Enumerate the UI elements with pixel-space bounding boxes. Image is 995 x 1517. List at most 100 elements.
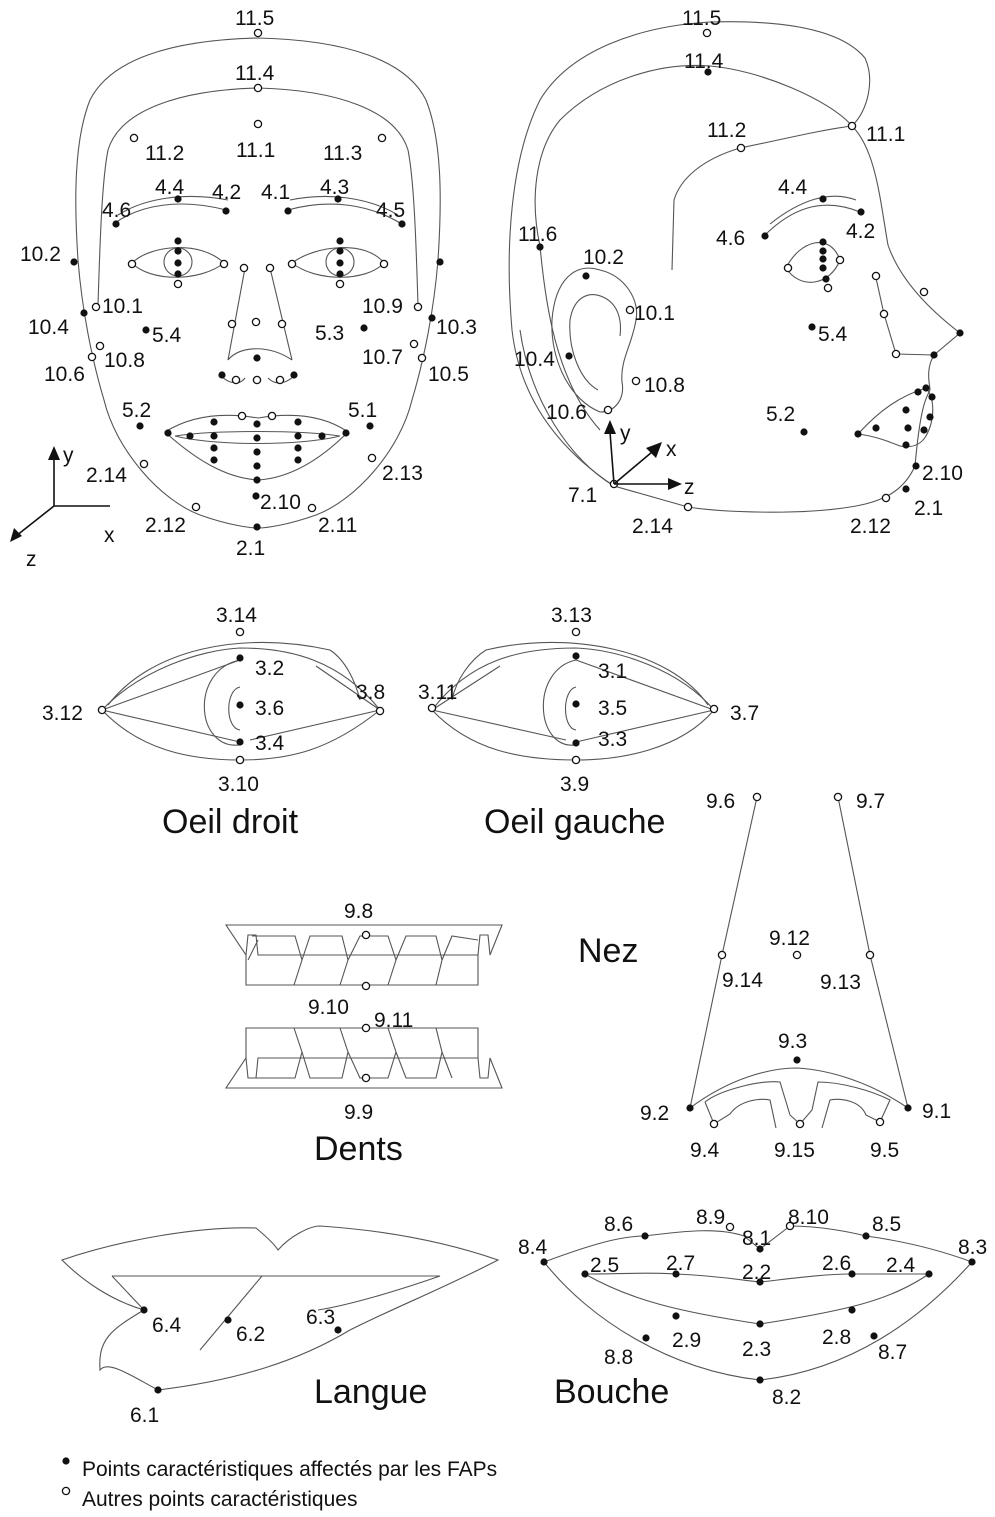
point-lip-p8: [920, 426, 928, 434]
point-nose-mid-l: [277, 319, 287, 329]
left-eye-panel: 3.13 3.1 3.11 3.5 3.7 3.3 3.9 Oeil gauch…: [418, 604, 759, 841]
profile-axis-z-label: z: [684, 476, 695, 499]
point-8-5: [862, 1232, 870, 1240]
mouth-outer: [543, 1225, 973, 1381]
point-9-12: [792, 950, 802, 960]
label-11-2-profile: 11.2: [707, 119, 746, 142]
label-10-5-front: 10.5: [428, 363, 469, 386]
point-nose-tip: [253, 354, 261, 362]
point-10-4-front: [80, 309, 88, 317]
point-11-5-profile: [702, 28, 712, 38]
profile-axis-x-label: x: [666, 438, 677, 461]
label-5-2-front: 5.2: [122, 399, 151, 422]
point-11-4-front: [253, 83, 263, 93]
point-lip-ul: [294, 418, 302, 426]
point-nostril-l: [290, 371, 298, 379]
label-10-8-front: 10.8: [104, 349, 145, 372]
point-lip-l3: [294, 444, 302, 452]
point-nose-p4: [956, 329, 964, 337]
point-eye-p2: [819, 247, 827, 255]
label-2-11-front: 2.11: [318, 514, 357, 537]
point-2-12-front: [191, 502, 201, 512]
label-2-12-front: 2.12: [145, 514, 186, 537]
label-9-12: 9.12: [769, 927, 810, 950]
label-8-2: 8.2: [772, 1386, 801, 1409]
point-9-5: [875, 1117, 885, 1127]
label-8-4: 8.4: [518, 1236, 548, 1259]
profile-axis-lines: [609, 431, 668, 485]
point-4-4-front: [174, 195, 182, 203]
point-10-6-profile: [603, 405, 613, 415]
label-4-6-profile: 4.6: [716, 227, 745, 250]
mouth-title: Bouche: [554, 1373, 669, 1411]
label-3-6: 3.6: [255, 697, 284, 720]
point-2-10-front: [252, 492, 260, 500]
label-9-13: 9.13: [820, 971, 861, 994]
label-8-7: 8.7: [878, 1341, 907, 1364]
point-11-4-profile: [704, 68, 712, 76]
label-2-6: 2.6: [822, 1252, 851, 1275]
label-5-4-profile: 5.4: [818, 323, 848, 346]
point-eye-l-center: [336, 259, 344, 267]
label-11-4-front: 11.4: [235, 62, 275, 85]
nose-nostrils: [704, 1081, 891, 1129]
point-2-7: [672, 1270, 680, 1278]
front-axis-z-arrow: [10, 528, 22, 542]
point-nostril-l2: [275, 375, 285, 385]
point-lip-corner-l: [342, 429, 350, 437]
point-3-2: [236, 654, 244, 662]
right-eye-panel: 3.14 3.2 3.8 3.12 3.6 3.4 3.10 Oeil droi…: [42, 604, 385, 841]
point-nostril-c: [252, 375, 262, 385]
profile-ear-outer: [551, 267, 638, 413]
label-9-4: 9.4: [690, 1139, 720, 1162]
point-11-6-profile: [536, 243, 544, 251]
point-lip-p10: [902, 441, 910, 449]
front-view-points: [70, 28, 444, 531]
point-10-2-front: [70, 258, 78, 266]
label-10-4-profile: 10.4: [514, 348, 555, 371]
label-11-1-profile: 11.1: [866, 123, 905, 146]
point-8-10: [785, 1221, 795, 1231]
point-10-4-profile: [565, 352, 573, 360]
label-8-1: 8.1: [742, 1227, 771, 1250]
left-eye-labels: 3.13 3.1 3.11 3.5 3.7 3.3 3.9: [418, 604, 759, 796]
point-8-8: [642, 1334, 650, 1342]
label-2-1-profile: 2.1: [914, 497, 943, 520]
label-8-8: 8.8: [604, 1346, 633, 1369]
label-3-8: 3.8: [356, 681, 385, 704]
label-4-4-profile: 4.4: [778, 176, 808, 199]
point-5-1-front: [366, 422, 374, 430]
point-lip-p1: [922, 384, 930, 392]
point-eye-p1: [819, 238, 827, 246]
point-lip-corner-r: [164, 429, 172, 437]
label-6-1: 6.1: [130, 1404, 159, 1427]
point-9-15: [795, 1119, 805, 1129]
point-11-5-front: [253, 28, 263, 38]
label-5-3-front: 5.3: [315, 322, 344, 345]
right-eye-upper-lid: [107, 641, 361, 706]
point-2-4: [925, 1270, 933, 1278]
point-3-14: [235, 627, 245, 637]
label-3-1: 3.1: [598, 660, 627, 683]
point-lip-bottom: [253, 476, 261, 484]
point-9-10: [361, 981, 371, 991]
label-4-3-front: 4.3: [320, 176, 349, 199]
point-8-4: [540, 1258, 548, 1266]
label-2-13-front: 2.13: [382, 462, 423, 485]
profile-hairline: [534, 64, 854, 271]
point-lip-p3: [928, 393, 936, 401]
label-4-4-front: 4.4: [155, 176, 185, 199]
label-10-6-profile: 10.6: [546, 401, 587, 424]
legend-open-point: [61, 1486, 71, 1496]
mouth-panel: 8.6 8.9 8.1 8.10 8.5 8.4 8.3 2.5 2.7 2.2…: [518, 1206, 987, 1411]
label-10-9-front: 10.9: [362, 295, 403, 318]
label-10-7-front: 10.7: [362, 346, 403, 369]
point-3-12: [97, 705, 107, 715]
point-10-9-front: [413, 302, 423, 312]
profile-brow: [763, 195, 861, 237]
teeth-labels: 9.8 9.10 9.11 9.9: [308, 900, 413, 1124]
label-2-9: 2.9: [672, 1329, 701, 1352]
tongue-inner: [111, 1275, 441, 1351]
label-6-3: 6.3: [306, 1306, 335, 1329]
point-3-13: [571, 627, 581, 637]
